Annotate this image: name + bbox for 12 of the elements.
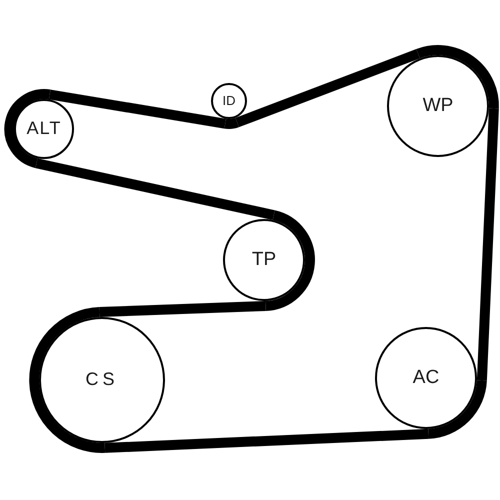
pulley: ID	[211, 83, 247, 119]
pulley: WP	[387, 55, 489, 157]
belt-segment	[476, 108, 499, 381]
pulley: AC	[375, 327, 477, 429]
belt-segment	[104, 428, 429, 453]
belt-segment	[235, 49, 420, 128]
pulley: TP	[223, 219, 305, 301]
belt-segment	[48, 90, 226, 129]
belt-segment	[99, 301, 266, 317]
pulley: ALT	[14, 99, 74, 159]
belt-segment	[35, 158, 275, 220]
pulley: CS	[39, 317, 165, 443]
